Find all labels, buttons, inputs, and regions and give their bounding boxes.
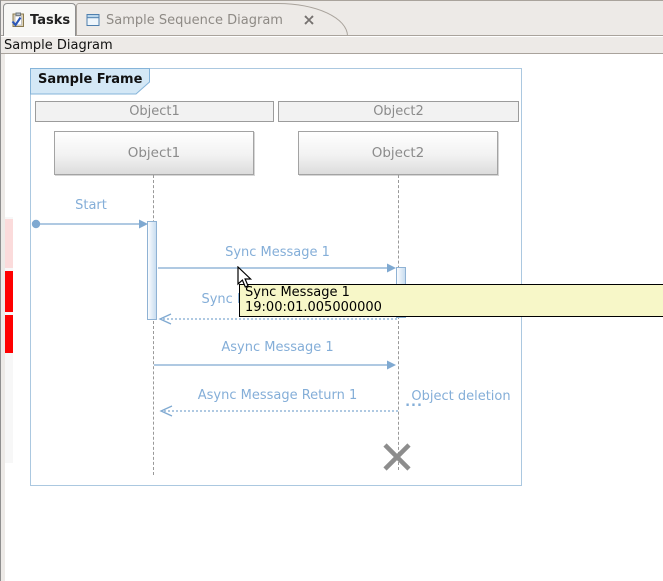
- async-message-return-1-label[interactable]: Async Message Return 1: [197, 388, 358, 403]
- left-gutter: [1, 54, 5, 581]
- tab-tasks[interactable]: Tasks: [3, 3, 76, 36]
- sync-message-1-label[interactable]: Sync Message 1: [225, 245, 330, 260]
- object-deletion-label[interactable]: Object deletion: [411, 389, 511, 404]
- tab-close-icon[interactable]: [303, 14, 315, 26]
- object1-label: Object1: [127, 145, 181, 161]
- sequence-frame: [30, 68, 522, 486]
- tooltip-title: Sync Message 1: [245, 285, 350, 300]
- window-left-border: [0, 0, 1, 581]
- frame-tag: [30, 68, 150, 95]
- object2-box[interactable]: Object2: [298, 131, 498, 175]
- lifeline-header-object2[interactable]: Object2: [278, 101, 519, 122]
- tab-tasks-label: Tasks: [30, 12, 71, 28]
- execution-bar-object1[interactable]: [147, 221, 157, 320]
- tasks-clipboard-icon: [10, 12, 26, 28]
- tab-sample-sequence-diagram[interactable]: Sample Sequence Diagram: [76, 3, 348, 36]
- sequence-diagram-icon: [86, 13, 100, 27]
- marker-pink[interactable]: [5, 219, 13, 268]
- lifeline-header-object2-label: Object2: [373, 104, 424, 119]
- lifeline-header-object1-label: Object1: [129, 104, 180, 119]
- lifeline-object1[interactable]: [153, 175, 154, 475]
- object2-label: Object2: [371, 145, 425, 161]
- frame-title: Sample Frame: [38, 72, 143, 87]
- object-deletion-ellipsis: ...: [405, 395, 423, 410]
- tooltip: Sync Message 1 19:00:01.005000000: [239, 284, 663, 317]
- object1-box[interactable]: Object1: [54, 131, 254, 175]
- view-title: Sample Diagram: [0, 37, 663, 54]
- tooltip-timestamp: 19:00:01.005000000: [245, 300, 382, 315]
- marker-red-1[interactable]: [5, 271, 13, 312]
- async-message-1-label[interactable]: Async Message 1: [221, 340, 334, 355]
- lifeline-object2[interactable]: [398, 175, 399, 470]
- lifeline-header-object1[interactable]: Object1: [35, 101, 274, 122]
- tab-sequence-diagram-label: Sample Sequence Diagram: [106, 12, 283, 28]
- marker-red-2[interactable]: [5, 315, 13, 353]
- start-message-label[interactable]: Start: [75, 198, 107, 213]
